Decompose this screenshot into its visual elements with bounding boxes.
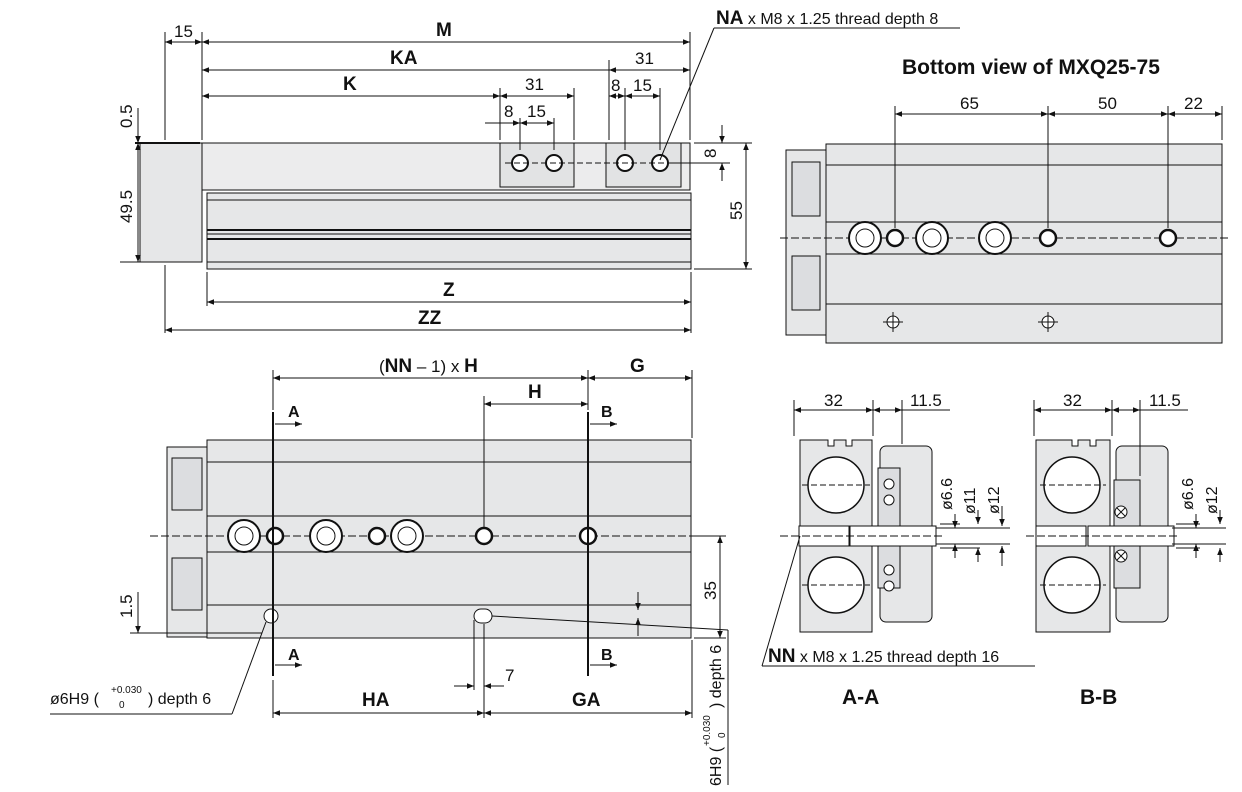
aa-dim-d12: ø12 xyxy=(986,486,1003,514)
lower-view-labels: (NN – 1) x H G H A B A B 35 1.5 7 HA GA … xyxy=(50,356,728,786)
section-b-marker: B xyxy=(601,404,613,421)
svg-text:+0.030: +0.030 xyxy=(702,715,713,746)
dim-k: K xyxy=(343,74,357,95)
svg-text:) depth 6: ) depth 6 xyxy=(148,691,211,708)
pin-hole-callout-right: 6H9 ( +0.030 0 ) depth 6 xyxy=(702,645,728,786)
dim-m: M xyxy=(436,20,452,41)
dim-15: 15 xyxy=(527,102,546,121)
dim-1-5: 1.5 xyxy=(117,594,136,618)
aa-dim-d6-6: ø6.6 xyxy=(939,478,956,510)
dim-49-5: 49.5 xyxy=(117,190,136,223)
dim-8-vertical: 8 xyxy=(701,149,720,158)
bb-dim-d6-6: ø6.6 xyxy=(1180,478,1197,510)
dim-22: 22 xyxy=(1184,94,1203,113)
bb-dim-32: 32 xyxy=(1063,391,1082,410)
section-labels: 32 11.5 ø6.6 ø11 ø12 32 11.5 ø6.6 ø12 NN… xyxy=(768,391,1221,709)
dim-ha: HA xyxy=(362,690,390,711)
svg-text:+0.030: +0.030 xyxy=(111,685,142,696)
nn-pitch-dimension: (NN – 1) x H xyxy=(379,356,478,377)
dim-ka: KA xyxy=(390,48,418,69)
dim-g: G xyxy=(630,356,645,377)
dim-h: H xyxy=(528,382,542,403)
bottom-view-title: Bottom view of MXQ25-75 xyxy=(902,56,1160,79)
dim-35: 35 xyxy=(701,581,720,600)
dim-55: 55 xyxy=(727,201,746,220)
section-a-a xyxy=(761,400,1035,667)
top-view-labels: 15 M KA K 31 31 8 15 8 15 Z ZZ 0.5 49.5 … xyxy=(117,8,938,329)
end-plate xyxy=(139,142,203,263)
dim-z: Z xyxy=(443,280,455,301)
dim-zz: ZZ xyxy=(418,308,442,329)
section-b-b xyxy=(1026,400,1226,633)
dim-8: 8 xyxy=(504,102,513,121)
svg-text:) depth 6: ) depth 6 xyxy=(708,645,725,708)
dim-ga: GA xyxy=(572,690,601,711)
section-a-marker: A xyxy=(288,404,300,421)
section-b-marker: B xyxy=(601,647,613,664)
bottom-view-labels: Bottom view of MXQ25-75 65 50 22 xyxy=(902,56,1203,113)
aa-dim-32: 32 xyxy=(824,391,843,410)
svg-text:6H9 (: 6H9 ( xyxy=(708,746,725,786)
section-a-marker: A xyxy=(288,647,300,664)
dim-15: 15 xyxy=(174,22,193,41)
section-b-b-label: B-B xyxy=(1080,686,1117,709)
dim-31: 31 xyxy=(525,75,544,94)
section-a-a-label: A-A xyxy=(842,686,879,709)
dim-15: 15 xyxy=(633,76,652,95)
dim-0-5: 0.5 xyxy=(117,104,136,128)
pin-hole-callout-left: ø6H9 ( +0.030 0 ) depth 6 xyxy=(50,685,211,711)
dim-65: 65 xyxy=(960,94,979,113)
dim-7: 7 xyxy=(505,666,514,685)
na-thread-callout: NA x M8 x 1.25 thread depth 8 xyxy=(716,8,938,29)
bottom-view-drawing xyxy=(780,106,1228,344)
top-side-view xyxy=(120,27,960,333)
lower-front-view xyxy=(50,370,729,785)
nn-thread-callout: NN x M8 x 1.25 thread depth 16 xyxy=(768,646,999,667)
svg-text:0: 0 xyxy=(717,732,728,738)
svg-text:0: 0 xyxy=(119,700,125,711)
dim-50: 50 xyxy=(1098,94,1117,113)
aa-dim-11-5: 11.5 xyxy=(910,391,942,410)
mount-block-left xyxy=(499,142,575,188)
dim-31: 31 xyxy=(635,49,654,68)
svg-text:ø6H9 (: ø6H9 ( xyxy=(50,691,100,708)
aa-dim-d11: ø11 xyxy=(962,488,979,514)
bb-dim-11-5: 11.5 xyxy=(1149,391,1181,410)
dim-8: 8 xyxy=(611,76,620,95)
bb-dim-d12: ø12 xyxy=(1204,486,1221,514)
